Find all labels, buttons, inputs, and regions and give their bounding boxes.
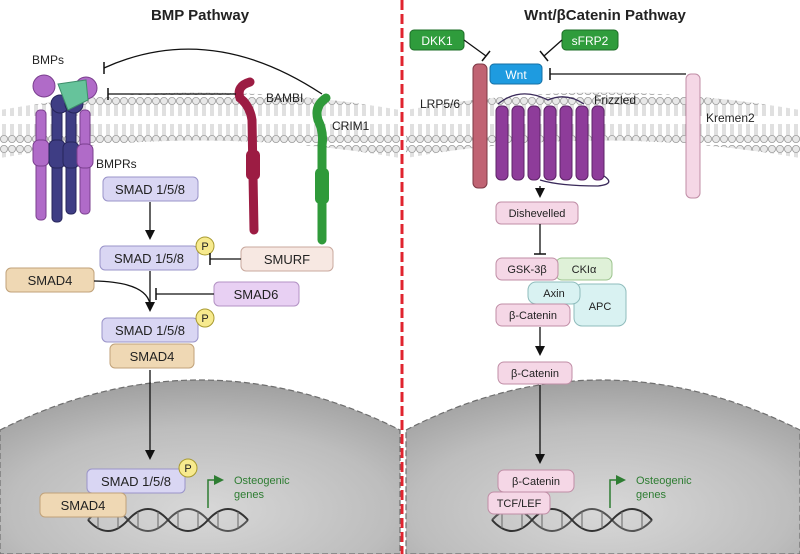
frizzled-label: Frizzled (594, 93, 636, 107)
lrp56-receptor (472, 63, 488, 189)
phospho-text: P (201, 313, 208, 325)
nuclear-smad158-text: SMAD 1/5/8 (101, 474, 171, 489)
crim1-receptor (312, 93, 331, 245)
smad158-p-text: SMAD 1/5/8 (114, 251, 184, 266)
bcatenin-complex-box (495, 303, 571, 327)
wnt-gene-activation-arrow (609, 475, 626, 508)
dkk1-inhibit-bar (481, 50, 491, 62)
sfrp2-inhibit-line (543, 39, 563, 57)
nuclear-smad4-box (39, 492, 127, 518)
kremen2-label: Kremen2 (706, 111, 755, 125)
osteogenic-text: Osteogenic (234, 475, 290, 487)
bambi-label: BAMBI (266, 91, 303, 105)
bcatenin-free-box (497, 361, 573, 385)
sfrp2-inhibit-bar (539, 50, 549, 62)
phospho-badge (178, 458, 198, 478)
gene-activation-arrow (207, 475, 224, 508)
phospho-badge (195, 308, 215, 328)
complex-smad158-box (101, 317, 199, 343)
nuclear-smad4-text: SMAD4 (61, 498, 106, 513)
nuclear-smad158-box (86, 468, 186, 494)
lrp56-label: LRP5/6 (420, 97, 460, 111)
crim1-inhibits-bmp-line (103, 48, 323, 95)
gsk3b-text: GSK-3β (507, 264, 546, 276)
smurf-text: SMURF (264, 252, 310, 267)
frizzled-receptor (495, 93, 610, 187)
smad158-box (102, 176, 199, 202)
crim1-label: CRIM1 (332, 119, 370, 133)
bmps-label: BMPs (32, 53, 64, 67)
bcatenin-free-text: β-Catenin (511, 368, 559, 380)
dkk1-text: DKK1 (421, 34, 453, 48)
smad158-p-box (99, 245, 199, 271)
genes-text: genes (234, 489, 264, 501)
smad158-text: SMAD 1/5/8 (115, 182, 185, 197)
wnt-text: Wnt (505, 68, 527, 82)
wnt-box (489, 63, 543, 85)
smad4-box (5, 267, 95, 293)
phospho-text: P (184, 463, 191, 475)
ck1a-text: CKIα (572, 264, 597, 276)
dkk1-inhibit-line (463, 39, 487, 57)
bambi-receptor (234, 77, 260, 235)
complex-smad158-text: SMAD 1/5/8 (115, 323, 185, 338)
apc-box (573, 283, 627, 327)
bmp-pathway-title: BMP Pathway (151, 7, 250, 24)
bmprs-label: BMPRs (96, 157, 137, 171)
bmp-ligands (32, 74, 98, 114)
smad4-text: SMAD4 (28, 273, 73, 288)
apc-text: APC (589, 301, 612, 313)
bmpr-receptors (32, 103, 94, 223)
bmp-panel: BMP Pathway BMPs BMPRs BAMBI (0, 7, 401, 554)
bcatenin-nuclear-text: β-Catenin (512, 476, 560, 488)
tcf-lef-text: TCF/LEF (497, 498, 542, 510)
dishevelled-box (495, 201, 579, 225)
axin-text: Axin (543, 288, 564, 300)
phospho-badge (195, 236, 215, 256)
wnt-panel: Wnt/βCatenin Pathway DKK1 sFRP2 Wnt LRP5… (405, 7, 800, 554)
smad6-text: SMAD6 (234, 287, 279, 302)
gsk3b-box (495, 257, 559, 281)
wnt-osteogenic-text: Osteogenic (636, 475, 692, 487)
complex-smad4-text: SMAD4 (130, 349, 175, 364)
sfrp2-text: sFRP2 (572, 34, 609, 48)
wnt-genes-text: genes (636, 489, 666, 501)
bcatenin-complex-text: β-Catenin (509, 310, 557, 322)
smad4-merge-curve (93, 280, 151, 305)
tcf-lef-box (487, 491, 551, 515)
bmp-cell-membrane (0, 92, 400, 158)
wnt-pathway-title: Wnt/βCatenin Pathway (524, 7, 686, 24)
phospho-text: P (201, 241, 208, 253)
dishevelled-text: Dishevelled (509, 208, 566, 220)
complex-smad4-box (109, 343, 195, 369)
kremen2-receptor (685, 73, 701, 199)
